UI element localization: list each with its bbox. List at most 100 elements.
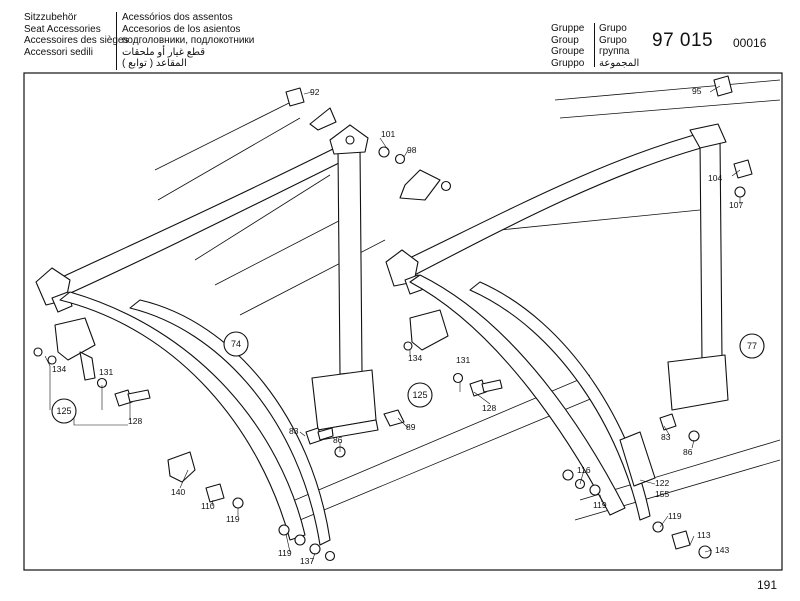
group-label-de: Gruppe (551, 23, 585, 34)
callout-110: 110 (201, 501, 215, 511)
cover-122 (619, 431, 656, 487)
section-title-ar-2: ( توابع ) المقاعد (122, 58, 187, 69)
bolt-113 (671, 530, 691, 550)
callout-119c: 119 (593, 500, 607, 510)
callout-86a: 86 (333, 435, 343, 445)
section-titles: Sitzzubehör Seat Accessories Accessoires… (24, 12, 129, 58)
belt-lap-left (59, 291, 306, 541)
washer-86b (688, 430, 700, 442)
callout-89: 89 (406, 422, 416, 432)
belt-vertical-left (337, 147, 363, 375)
callout-137: 137 (300, 556, 314, 566)
bolt-128b-shank (481, 379, 503, 393)
header-divider (116, 12, 117, 70)
washer-119b (278, 524, 290, 536)
page-number: 191 (757, 578, 778, 592)
callout-101: 101 (381, 129, 395, 139)
washer-119d (652, 521, 664, 533)
callout-77: 77 (739, 333, 765, 359)
body-guide-lines-left (154, 99, 386, 316)
buckle-right (409, 309, 449, 351)
washer-119b-2 (294, 534, 306, 546)
group-divider (594, 23, 595, 67)
callout-116: 116 (577, 465, 591, 475)
callout-92: 92 (310, 87, 320, 97)
right-assembly (385, 75, 781, 559)
cover-140 (167, 451, 196, 483)
section-title-pt: Acessórios dos assentos (122, 12, 233, 23)
page-code: 00016 (733, 36, 767, 50)
retractor-right (667, 354, 729, 411)
belt-upper-left (44, 147, 346, 301)
callout-125b-text: 125 (412, 390, 427, 400)
section-title-it: Accessori sedili (24, 46, 93, 58)
washer-116 (562, 469, 574, 481)
body-guide-lines-right (499, 79, 781, 231)
section-title-ru: подголовники, подлокотники (122, 35, 255, 46)
callout-83b: 83 (661, 432, 671, 442)
belt-lap-right-inner (469, 281, 651, 521)
callout-128b: 128 (482, 403, 496, 413)
callout-155: 155 (655, 489, 669, 499)
callout-119a: 119 (226, 514, 240, 524)
group-label-ru: группа (599, 46, 630, 57)
callout-98: 98 (407, 145, 417, 155)
callout-131a: 131 (99, 367, 113, 377)
bolt-95 (713, 75, 733, 97)
bolt-110 (205, 483, 225, 503)
group-labels: Gruppe Group Groupe Gruppo (551, 23, 584, 69)
callout-119d: 119 (668, 511, 682, 521)
callout-128a: 128 (128, 416, 142, 426)
belt-upper-guide-right (689, 123, 727, 149)
section-title-es: Accesorios de los asientos (122, 23, 241, 35)
washer-131b (452, 372, 464, 384)
group-labels-secondary: Grupo Grupo группа المجموعة (599, 23, 639, 69)
adjuster-bracket-left (309, 107, 337, 131)
anchor-plate-98 (399, 169, 441, 201)
left-assembly (33, 87, 601, 562)
washer-101 (378, 146, 390, 158)
washer-134b (403, 341, 413, 351)
callout-83a: 83 (289, 426, 299, 436)
callout-113: 113 (697, 530, 711, 540)
buckle-left (54, 317, 96, 361)
bolt-92 (285, 87, 305, 107)
callout-74: 74 (223, 331, 249, 357)
belt-vertical-right (699, 137, 723, 363)
leader-lines (44, 85, 741, 563)
washer-107 (734, 186, 746, 198)
group-label-ar: المجموعة (599, 57, 640, 69)
section-title-fr: Accessoires des sièges (24, 35, 129, 46)
washer-134a-2 (47, 355, 57, 365)
belt-upper-right (394, 131, 713, 281)
section-titles-secondary: Acessórios dos assentos Accesorios de lo… (122, 12, 254, 70)
callout-125a-text: 125 (56, 406, 71, 416)
retractor-left (311, 369, 377, 431)
nut-98 (440, 180, 452, 192)
callout-119b: 119 (278, 548, 292, 558)
guide-bolt-hole-left (345, 135, 355, 145)
bolt-128a-shank (127, 389, 151, 403)
callout-131b: 131 (456, 355, 470, 365)
belt-anchor-right-end (385, 249, 419, 287)
callout-74-text: 74 (231, 339, 241, 349)
group-label-fr: Groupe (551, 46, 585, 57)
nut-104 (733, 159, 753, 179)
group-number: 97 015 (652, 30, 714, 51)
section-title-de: Sitzzubehör (24, 12, 77, 23)
washer-119c (589, 484, 601, 496)
washer-137 (309, 543, 321, 555)
callout-134b: 134 (408, 353, 422, 363)
buckle-stalk-left (79, 351, 96, 381)
washer-119a (232, 497, 244, 509)
callout-122: 122 (655, 478, 669, 488)
washer-98 (394, 153, 406, 165)
callout-140: 140 (171, 487, 185, 497)
group-label-en: Group (551, 34, 579, 46)
group-label-pt: Grupo (599, 23, 627, 34)
group-label-es: Grupo (599, 34, 627, 46)
callout-86b: 86 (683, 447, 693, 457)
belt-lap-right (409, 274, 626, 516)
section-title-ar-1: قطع غيار أو ملحقات (122, 46, 206, 58)
